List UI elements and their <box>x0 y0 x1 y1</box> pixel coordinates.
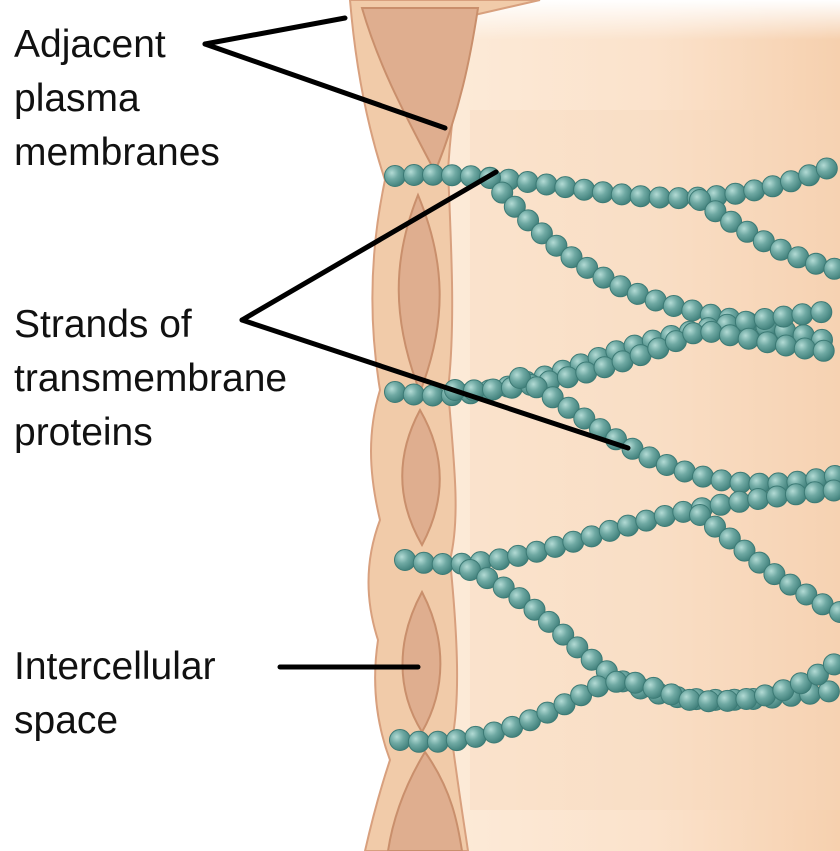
protein-bead <box>408 731 429 752</box>
protein-bead <box>404 165 425 186</box>
protein-bead <box>679 689 700 710</box>
protein-bead <box>442 165 463 186</box>
protein-bead <box>526 541 547 562</box>
protein-bead <box>767 486 788 507</box>
protein-bead <box>508 545 529 566</box>
protein-bead <box>563 531 584 552</box>
protein-bead <box>785 484 806 505</box>
protein-bead <box>717 690 738 711</box>
label-intercellular-space: Intercellular space <box>14 640 216 748</box>
protein-bead <box>755 685 776 706</box>
protein-bead <box>574 179 595 200</box>
protein-bead <box>581 526 602 547</box>
label-adjacent-plasma-membranes: Adjacent plasma membranes <box>14 18 220 180</box>
protein-bead <box>748 489 769 510</box>
protein-bead <box>757 332 778 353</box>
protein-bead <box>710 494 731 515</box>
protein-bead <box>720 325 741 346</box>
protein-bead <box>811 302 832 323</box>
protein-bead <box>483 379 504 400</box>
label-line: Strands of <box>14 298 287 352</box>
protein-bead <box>823 654 840 675</box>
protein-bead <box>792 304 813 325</box>
protein-bead <box>738 328 759 349</box>
protein-bead <box>668 188 689 209</box>
label-line: Adjacent <box>14 18 220 72</box>
protein-bead <box>654 506 675 527</box>
protein-bead <box>794 338 815 359</box>
protein-bead <box>611 184 632 205</box>
protein-bead <box>446 730 467 751</box>
protein-bead <box>606 671 627 692</box>
protein-bead <box>744 180 765 201</box>
protein-bead <box>413 552 434 573</box>
leader-line-membrane-upper <box>205 18 345 44</box>
protein-bead <box>557 367 578 388</box>
label-line: space <box>14 694 216 748</box>
protein-bead <box>636 510 657 531</box>
protein-bead <box>403 384 424 405</box>
protein-bead <box>804 482 825 503</box>
label-line: transmembrane <box>14 352 287 406</box>
protein-bead <box>592 182 613 203</box>
protein-bead <box>427 731 448 752</box>
protein-bead <box>663 296 684 317</box>
protein-bead <box>701 321 722 342</box>
protein-bead <box>693 466 714 487</box>
protein-bead <box>649 187 670 208</box>
protein-bead <box>432 554 453 575</box>
protein-bead <box>423 164 444 185</box>
protein-bead <box>588 676 609 697</box>
protein-bead <box>517 172 538 193</box>
protein-bead <box>729 491 750 512</box>
protein-bead <box>806 253 827 274</box>
protein-bead <box>536 174 557 195</box>
protein-bead <box>773 306 794 327</box>
protein-bead <box>395 550 416 571</box>
protein-bead <box>725 183 746 204</box>
protein-bead <box>630 186 651 207</box>
label-line: plasma <box>14 72 220 126</box>
label-line: Intercellular <box>14 640 216 694</box>
protein-bead <box>576 362 597 383</box>
protein-bead <box>465 726 486 747</box>
label-line: membranes <box>14 126 220 180</box>
protein-bead <box>385 382 406 403</box>
protein-bead <box>390 730 411 751</box>
protein-bead <box>730 472 751 493</box>
label-line: proteins <box>14 406 287 460</box>
protein-bead <box>711 470 732 491</box>
protein-bead <box>813 340 834 361</box>
protein-bead <box>816 158 837 179</box>
protein-bead <box>776 335 797 356</box>
protein-bead <box>385 166 406 187</box>
protein-bead <box>754 309 775 330</box>
protein-bead <box>555 177 576 198</box>
protein-bead <box>682 300 703 321</box>
protein-bead <box>824 258 840 279</box>
protein-bead <box>823 480 840 501</box>
protein-bead <box>545 536 566 557</box>
protein-bead <box>762 176 783 197</box>
protein-bead <box>489 549 510 570</box>
protein-bead <box>674 461 695 482</box>
protein-bead <box>736 689 757 710</box>
protein-bead <box>599 520 620 541</box>
protein-bead <box>698 691 719 712</box>
protein-bead <box>618 515 639 536</box>
protein-bead <box>625 672 646 693</box>
label-strands-of-transmembrane-proteins: Strands of transmembrane proteins <box>14 298 287 460</box>
